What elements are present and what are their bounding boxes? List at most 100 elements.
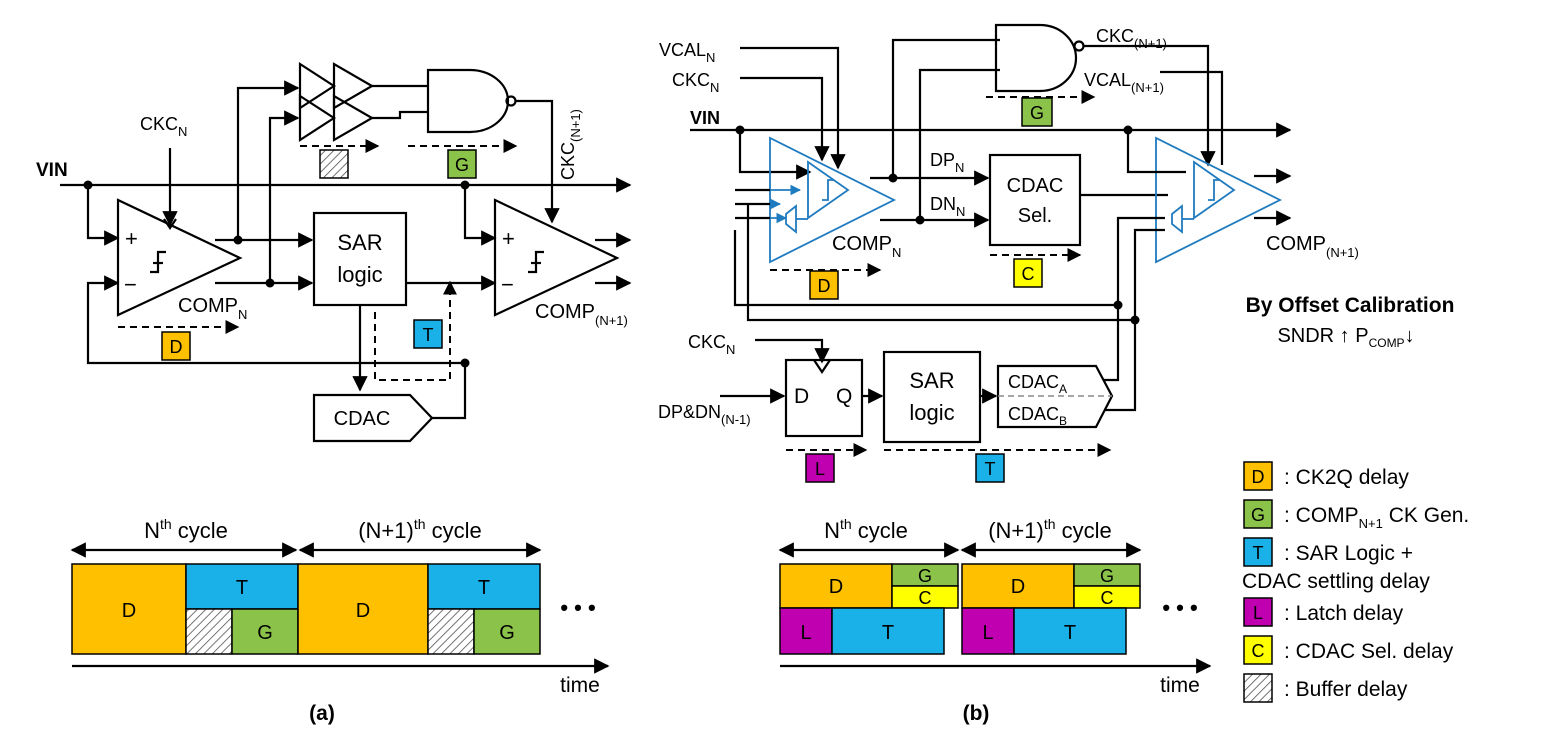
comp-n-triangle <box>116 198 243 317</box>
legend-text-g: : COMPN+1 CK Gen. <box>1284 504 1469 531</box>
comp-n-triangle-b <box>769 136 897 264</box>
legend-swatch-d <box>1243 461 1273 491</box>
block-g-b1-label: G <box>918 566 932 586</box>
block-g-a2-label: G <box>499 622 515 644</box>
legend-swatch-buffer <box>1243 673 1273 703</box>
legend-text-c: : CDAC Sel. delay <box>1284 640 1454 663</box>
block-d-a2-label: D <box>356 600 370 622</box>
block-t-b1 <box>831 607 945 655</box>
sar-logic-a-line1: SAR <box>337 230 382 255</box>
tag-g-b-label: G <box>1030 103 1044 123</box>
block-t-b2 <box>1013 607 1127 655</box>
buffer-delay-tag-a <box>319 149 349 179</box>
legend-text-l: : Latch delay <box>1284 602 1404 625</box>
legend-tag-l: L <box>1253 603 1263 623</box>
legend-tag-d: D <box>1252 467 1265 487</box>
legend-tag-g: G <box>1251 505 1265 525</box>
ckc-next-label-b: CKC(N+1) <box>1096 26 1167 51</box>
legend-text-buffer: : Buffer delay <box>1284 678 1408 701</box>
nand-gate-b <box>994 23 1078 93</box>
comp-next-label-b: COMP(N+1) <box>1266 233 1359 260</box>
block-c-b2-label: C <box>1101 588 1114 608</box>
sar-logic-b-line2: logic <box>909 400 954 425</box>
block-buffer-a1 <box>185 608 233 655</box>
cdac-sel-box <box>988 153 1082 247</box>
legend-text-t-line2: CDAC settling delay <box>1242 570 1430 593</box>
panel-b-circuit: VCALN CKCN VIN COMPN DPN DNN <box>658 23 1455 483</box>
buffer-1 <box>298 61 337 111</box>
dff-q: Q <box>836 385 852 408</box>
comp-next-label-a: COMP(N+1) <box>535 301 628 328</box>
ellipsis-b: • • • <box>1162 595 1197 620</box>
legend: D : CK2Q delay G : COMPN+1 CK Gen. T : S… <box>1242 461 1469 703</box>
calib-title: By Offset Calibration <box>1246 294 1455 317</box>
cdac-sel-line2: Sel. <box>1018 205 1052 227</box>
comp-next-minus: − <box>501 272 514 297</box>
vcal-n-label: VCALN <box>659 40 715 65</box>
block-t-a2-label: T <box>478 577 490 599</box>
block-g-a1-label: G <box>257 622 273 644</box>
block-d-a1-label: D <box>122 600 136 622</box>
tag-d-b <box>809 270 839 300</box>
ckc-n-label: CKCN <box>140 114 187 139</box>
sar-logic-b <box>882 350 982 444</box>
caption-b: (b) <box>963 702 990 725</box>
ckc-next-label-a: CKC(N+1) <box>558 109 583 180</box>
tag-t-b-label: T <box>985 459 996 479</box>
tag-d-a-label: D <box>170 337 183 357</box>
cdac-a-label: CDACA <box>1008 372 1067 396</box>
tag-g-b <box>1021 97 1053 127</box>
legend-text-d: : CK2Q delay <box>1284 466 1409 489</box>
block-l-b2 <box>961 607 1015 655</box>
comp-n-label-b: COMPN <box>832 233 901 260</box>
ellipsis-a: • • • <box>560 595 595 620</box>
legend-swatch-g <box>1243 499 1273 529</box>
dn-n-label: DNN <box>930 194 965 219</box>
comp-next-triangle-b <box>1155 136 1283 264</box>
time-label-b: time <box>1160 674 1200 697</box>
ckc-n2-label: CKCN <box>688 332 735 357</box>
block-l-b2-label: L <box>982 622 993 644</box>
block-t-a1 <box>185 563 299 610</box>
block-d-b1-label: D <box>829 576 843 598</box>
cdac-b-label: CDACB <box>1008 404 1067 428</box>
sar-logic-b-line1: SAR <box>909 368 954 393</box>
buffer-2 <box>298 93 337 143</box>
block-t-b2-label: T <box>1064 622 1076 644</box>
legend-swatch-t <box>1243 537 1273 567</box>
caption-a: (a) <box>309 702 335 725</box>
legend-swatch-l <box>1243 597 1273 627</box>
block-t-a2 <box>427 563 541 610</box>
panel-a-timing: Nth cycle (N+1)th cycle D T G D T G • • … <box>70 516 610 725</box>
dff-d: D <box>794 385 809 408</box>
block-g-b2-label: G <box>1100 566 1114 586</box>
tag-l-b-label: L <box>815 459 825 479</box>
tag-t-a-label: T <box>423 325 434 345</box>
legend-text-t: : SAR Logic + <box>1284 542 1413 565</box>
block-c-b1-label: C <box>919 588 932 608</box>
cdac-a <box>312 393 434 443</box>
dpdn-label: DP&DN(N-1) <box>658 402 751 427</box>
sar-logic-a-line2: logic <box>337 262 382 287</box>
comp-n-minus: − <box>124 272 137 297</box>
legend-tag-c: C <box>1252 641 1265 661</box>
comp-n-label: COMPN <box>178 295 247 322</box>
block-d-a1 <box>71 563 187 655</box>
sar-logic-a <box>312 211 408 307</box>
tag-t-b <box>975 453 1005 483</box>
tag-t-a <box>413 319 443 349</box>
nand-gate-a <box>426 68 510 134</box>
tag-d-b-label: D <box>818 276 831 296</box>
vcal-next-label: VCAL(N+1) <box>1084 70 1164 95</box>
comp-next-plus: + <box>502 226 515 251</box>
tag-g-a-label: G <box>455 155 469 175</box>
comp-next-triangle-a <box>493 198 620 317</box>
block-g-a2 <box>473 608 541 655</box>
block-d-b2-label: D <box>1011 576 1025 598</box>
calib-sndr: SNDR ↑ PCOMP↓ <box>1277 325 1414 350</box>
block-g-a1 <box>231 608 299 655</box>
panel-b-timing: Nth cycle (N+1)th cycle D G C L T D G C … <box>778 516 1212 725</box>
block-l-b1-label: L <box>800 622 811 644</box>
cdac-sel-line1: CDAC <box>1007 175 1064 197</box>
